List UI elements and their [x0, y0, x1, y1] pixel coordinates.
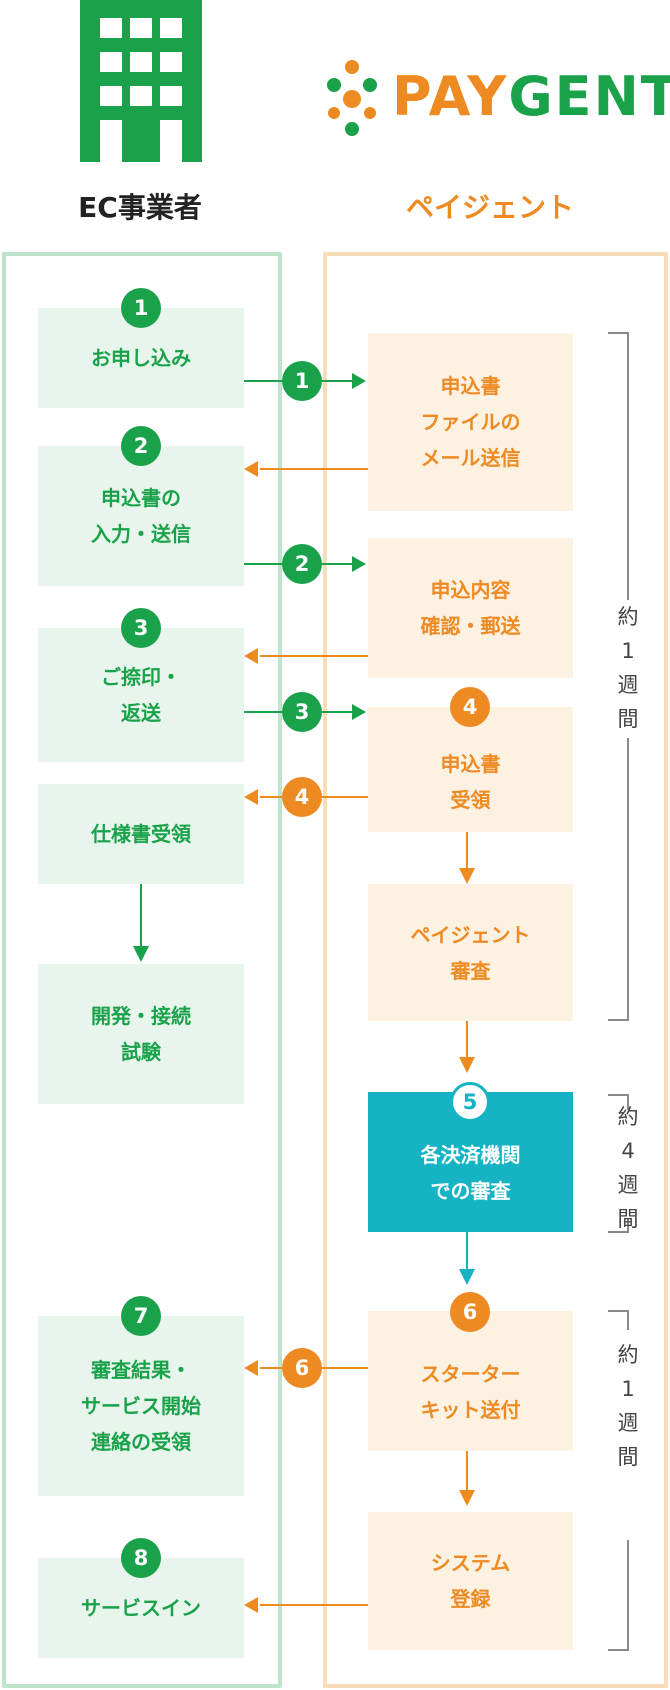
logo-text-pay: PAY	[392, 65, 509, 128]
step-label: 申込内容	[430, 578, 511, 602]
period-label-week1: 約 1 週 間	[617, 605, 639, 731]
arrow-badge: 3	[282, 692, 322, 732]
step-label: スターター	[420, 1362, 521, 1386]
step-label: サービスイン	[81, 1596, 201, 1620]
step-content-check-box: 申込内容 確認・郵送	[368, 538, 573, 678]
step-badge: 7	[121, 1296, 161, 1336]
paygent-logo: PAYGENT	[322, 55, 670, 139]
step-dev-test-box: 開発・接続 試験	[38, 964, 244, 1104]
step-label: 試験	[121, 1040, 161, 1064]
arrow-badge: 4	[282, 777, 322, 817]
arrow-badge: 2	[282, 544, 322, 584]
step-badge: 1	[121, 288, 161, 328]
step-label: 連絡の受領	[91, 1430, 191, 1454]
step-label: ファイルの	[420, 410, 521, 434]
step-result-receipt-box: 審査結果・ サービス開始 連絡の受領	[38, 1316, 244, 1496]
building-icon	[80, 0, 202, 162]
period-label-week4: 約 4 週 間	[617, 1105, 639, 1231]
step-label: 申込書	[440, 374, 501, 398]
step-badge: 5	[450, 1082, 490, 1122]
step-label: 開発・接続	[91, 1004, 191, 1028]
step-label: 仕様書受領	[91, 822, 191, 846]
step-label: 審査	[450, 958, 491, 983]
step-label: キット送付	[420, 1398, 521, 1422]
step-form-input-box: 申込書の 入力・送信	[38, 446, 244, 586]
step-label: 各決済機関	[420, 1143, 521, 1167]
ec-merchant-title: EC事業者	[78, 191, 202, 224]
step-spec-receipt-box: 仕様書受領	[38, 784, 244, 884]
step-label: 登録	[450, 1587, 491, 1611]
step-label: サービス開始	[81, 1394, 201, 1418]
step-label: 確認・郵送	[420, 614, 521, 638]
step-badge: 6	[450, 1292, 490, 1332]
paygent-title: ペイジェント	[405, 191, 574, 224]
step-label: ペイジェント	[410, 922, 531, 947]
ec-lane	[2, 252, 282, 1688]
step-institution-review-box: 各決済機関 での審査	[368, 1092, 573, 1232]
step-label: システム	[430, 1551, 511, 1575]
logo-text-gent: GENT	[508, 65, 670, 128]
step-label: での審査	[430, 1179, 511, 1203]
step-label: 返送	[121, 701, 161, 725]
step-badge: 8	[121, 1538, 161, 1578]
step-starter-kit-box: スターター キット送付	[368, 1311, 573, 1451]
step-label: 審査結果・	[91, 1358, 191, 1382]
arrow-badge: 6	[282, 1348, 322, 1388]
step-paygent-review-box: ペイジェント 審査	[368, 884, 573, 1021]
step-label: お申し込み	[91, 346, 191, 370]
step-label: 入力・送信	[91, 522, 191, 546]
step-form-receipt-box: 申込書 受領	[368, 707, 573, 832]
step-system-register-box: システム 登録	[368, 1512, 573, 1650]
step-badge: 2	[121, 426, 161, 466]
step-mail-send-box: 申込書 ファイルの メール送信	[368, 333, 573, 511]
step-label: 受領	[450, 787, 491, 812]
step-label: メール送信	[420, 446, 521, 470]
step-seal-return-box: ご捺印・ 返送	[38, 628, 244, 762]
arrow-badge: 1	[282, 361, 322, 401]
step-badge: 3	[121, 608, 161, 648]
step-badge: 4	[450, 687, 490, 727]
step-label: 申込書の	[101, 486, 181, 510]
paygent-dots-icon	[327, 60, 377, 136]
paygent-lane	[323, 252, 668, 1688]
period-label-week1-final: 約 1 週 間	[617, 1343, 639, 1469]
step-label: ご捺印・	[101, 665, 181, 689]
step-label: 申込書	[440, 751, 501, 776]
